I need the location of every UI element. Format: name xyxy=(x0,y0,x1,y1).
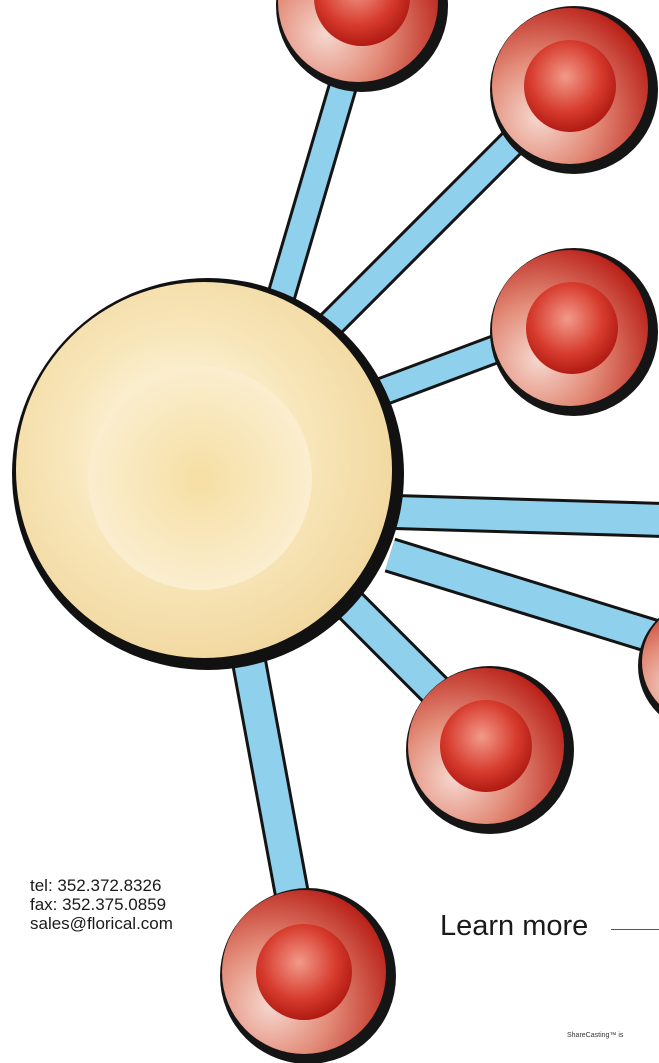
node xyxy=(220,888,396,1063)
connector xyxy=(395,512,659,520)
node xyxy=(276,0,448,92)
connector xyxy=(390,555,659,640)
phone-number: tel: 352.372.8326 xyxy=(30,876,173,895)
node xyxy=(490,248,658,416)
contact-info: tel: 352.372.8326 fax: 352.375.0859 sale… xyxy=(30,876,173,933)
learn-more-link[interactable]: Learn more xyxy=(440,910,588,943)
footer-fine-print: ShareCasting™ is xyxy=(567,1032,623,1039)
email-link[interactable]: sales@florical.com xyxy=(30,914,173,933)
learn-more-rule xyxy=(611,929,659,930)
central-hub xyxy=(12,278,404,670)
node xyxy=(490,6,658,174)
fax-number: fax: 352.375.0859 xyxy=(30,895,173,914)
node xyxy=(406,666,574,834)
